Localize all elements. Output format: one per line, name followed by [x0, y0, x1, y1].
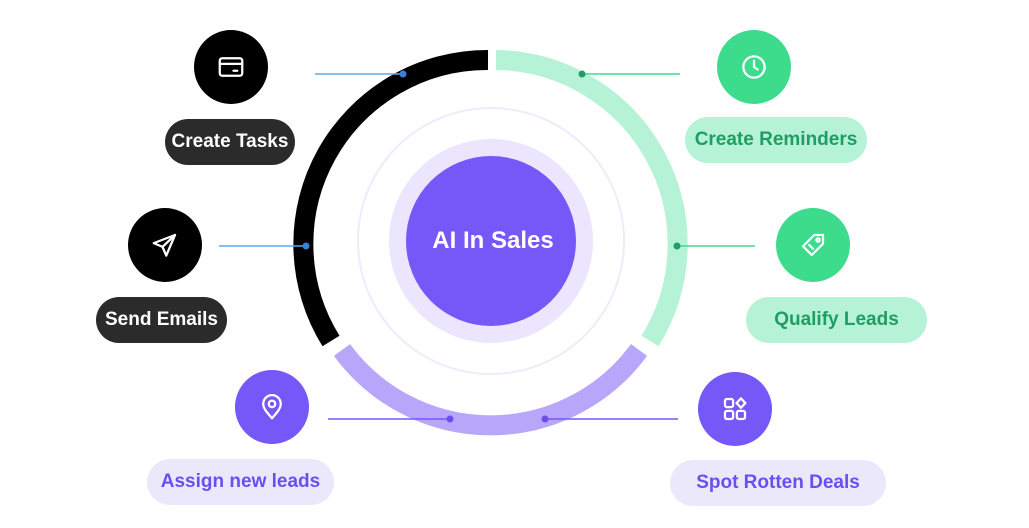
center-title: AI In Sales [432, 227, 554, 254]
create-tasks-label[interactable]: Create Tasks [165, 119, 295, 165]
ring-segment-dark [293, 49, 489, 347]
ring-segment-purple [333, 344, 648, 436]
paper-plane-icon[interactable] [128, 208, 202, 282]
connector-dot-spot-rotten-deals [541, 415, 549, 423]
send-emails-label[interactable]: Send Emails [96, 297, 227, 343]
ring-segment-green [495, 50, 688, 347]
connector-dot-create-reminders [578, 70, 586, 78]
apps-grid-icon[interactable] [698, 372, 772, 446]
connector-dot-qualify-leads [673, 242, 681, 250]
inner-ring [357, 107, 625, 375]
qualify-leads-label[interactable]: Qualify Leads [746, 297, 927, 343]
assign-new-leads-label[interactable]: Assign new leads [147, 459, 334, 505]
tag-icon[interactable] [776, 208, 850, 282]
create-reminders-label[interactable]: Create Reminders [685, 117, 867, 163]
connector-dot-send-emails [302, 242, 310, 250]
connector-dot-create-tasks [399, 70, 407, 78]
connector-dot-assign-leads [446, 415, 454, 423]
card-icon[interactable] [194, 30, 268, 104]
clock-icon[interactable] [717, 30, 791, 104]
location-pin-icon[interactable] [235, 370, 309, 444]
spot-rotten-deals-label[interactable]: Spot Rotten Deals [670, 460, 886, 506]
center-circle [406, 156, 576, 326]
